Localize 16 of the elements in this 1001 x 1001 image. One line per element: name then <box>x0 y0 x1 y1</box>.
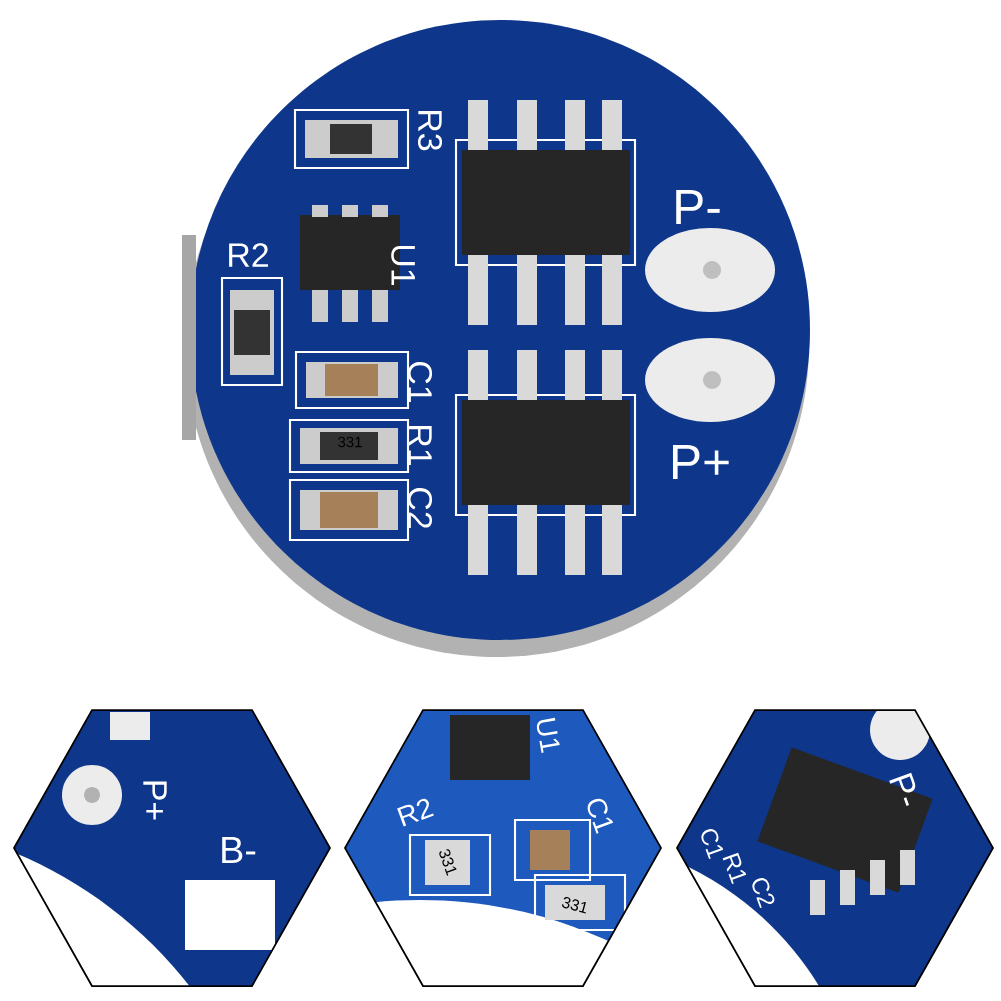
silkscreen-label: P- <box>889 772 916 806</box>
silkscreen-label: C2 <box>752 878 775 909</box>
silkscreen-label: P- <box>676 189 720 225</box>
silkscreen-label: R3 <box>418 111 443 151</box>
silkscreen-label: C1 <box>587 798 614 834</box>
marking-text: 331 <box>439 849 457 876</box>
silkscreen-label: R1 <box>722 852 747 885</box>
silkscreen-label: P+ <box>143 781 167 820</box>
silkscreen-label: B- <box>222 837 256 863</box>
silkscreen-label: R2 <box>397 798 434 827</box>
silkscreen-label: U1 <box>391 245 415 286</box>
silkscreen-label: P+ <box>673 444 729 480</box>
silkscreen-label: U1 <box>536 717 560 753</box>
marking-text: 331 <box>562 897 586 914</box>
silkscreen-label: C1 <box>701 829 724 860</box>
silkscreen-label: R2 <box>229 243 268 267</box>
